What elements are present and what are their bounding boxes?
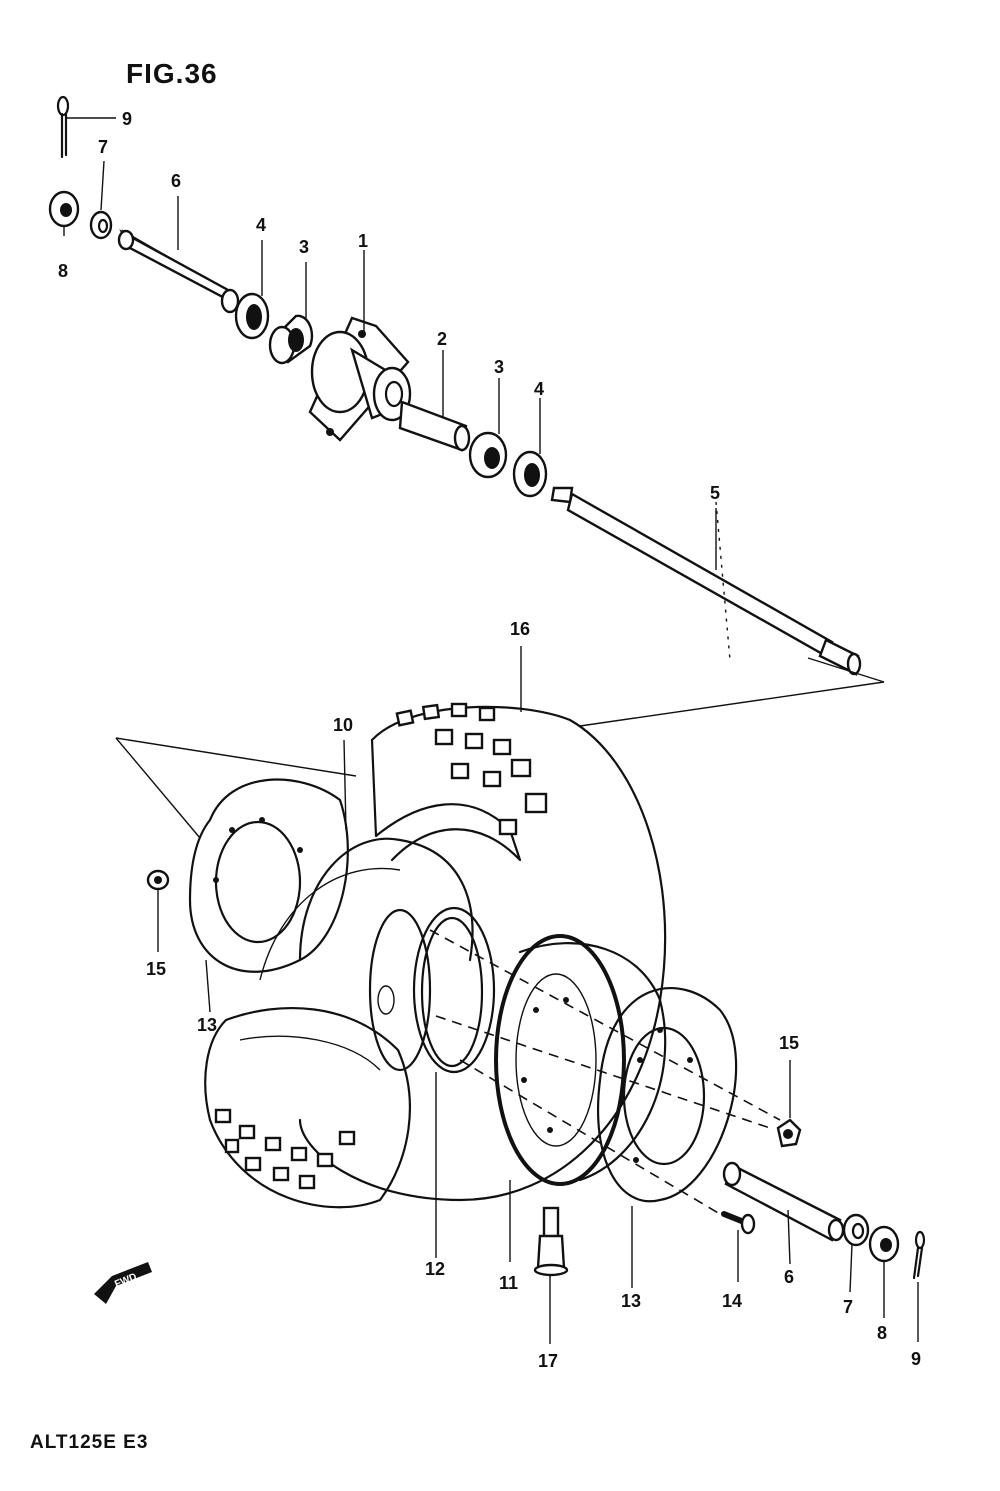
hub-spacer	[398, 350, 471, 452]
callout-9: 9	[911, 1349, 922, 1369]
wheel-nut-right	[776, 1060, 802, 1148]
callout-15: 15	[779, 1033, 800, 1053]
callout-11: 11	[499, 1273, 519, 1293]
oil-seal-lower	[512, 398, 548, 498]
castle-nut-lower	[868, 1225, 900, 1318]
callout-5: 5	[710, 483, 721, 503]
cotter-pin-upper	[56, 95, 116, 159]
spacer-tube-lower	[722, 1161, 845, 1265]
callout-4: 4	[534, 379, 545, 399]
callout-13: 13	[197, 1015, 218, 1035]
callout-1: 1	[358, 231, 369, 251]
rear-axle	[550, 486, 862, 676]
o-ring	[412, 906, 496, 1258]
callout-8: 8	[58, 261, 69, 281]
castle-nut-upper	[48, 190, 80, 236]
callout-10: 10	[333, 715, 354, 735]
wheel-bolt	[721, 1211, 756, 1282]
callout-4: 4	[256, 215, 267, 235]
oil-seal-upper	[234, 240, 270, 340]
callout-14: 14	[722, 1291, 743, 1311]
spacer-tube-upper	[117, 196, 240, 314]
callout-15: 15	[146, 959, 167, 979]
bearing-upper	[268, 262, 314, 365]
rim-outer-half	[494, 934, 667, 1262]
callout-6: 6	[784, 1267, 795, 1287]
wheel-nut-left	[146, 869, 170, 952]
callout-12: 12	[425, 1259, 446, 1279]
callout-7: 7	[843, 1297, 854, 1317]
model-code: ALT125E E3	[30, 1432, 149, 1453]
callout-9: 9	[122, 109, 133, 129]
callout-17: 17	[538, 1351, 559, 1371]
cotter-pin-lower	[912, 1230, 926, 1342]
callout-3: 3	[494, 357, 505, 377]
tire	[204, 646, 667, 1209]
wheel-cover-right	[596, 987, 738, 1288]
rear-hub	[308, 250, 412, 442]
bearing-lower	[468, 378, 508, 479]
tire-valve	[533, 1206, 569, 1344]
callout-8: 8	[877, 1323, 888, 1343]
callout-13: 13	[621, 1291, 642, 1311]
figure-title: FIG.36	[126, 58, 218, 89]
wheel-cover-left	[188, 778, 349, 1013]
washer-upper	[89, 160, 113, 240]
callout-6: 6	[171, 171, 182, 191]
washer-lower	[842, 1213, 870, 1293]
callout-3: 3	[299, 237, 310, 257]
callout-16: 16	[510, 619, 531, 639]
callout-2: 2	[437, 329, 448, 349]
callout-7: 7	[98, 137, 109, 157]
wheel-rim	[259, 739, 474, 1072]
fwd-arrow-badge: FWD	[94, 1262, 152, 1304]
